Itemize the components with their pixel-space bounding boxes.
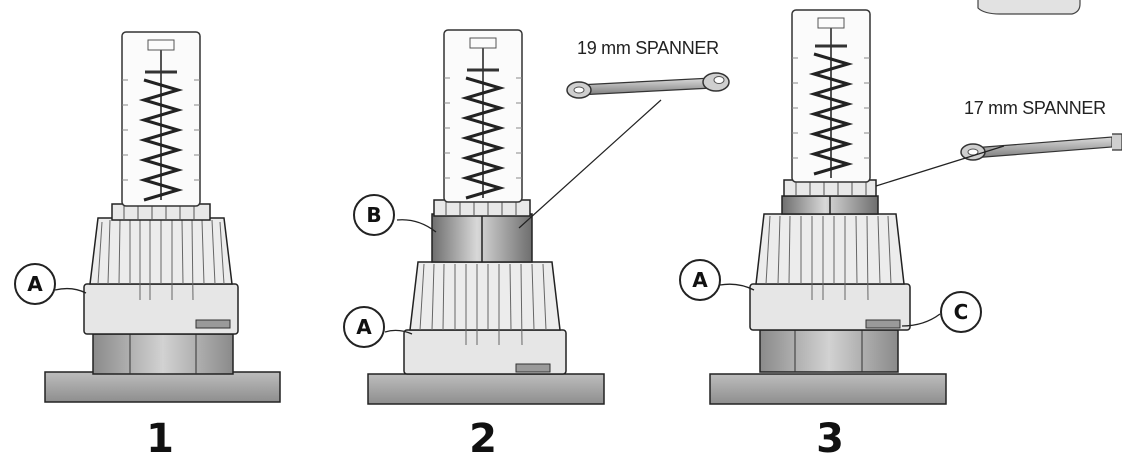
base-plate	[709, 373, 947, 405]
spring	[808, 52, 854, 176]
callout-a: A	[679, 259, 721, 301]
callout-c: C	[940, 291, 982, 333]
spring	[460, 76, 506, 200]
svg-text:A: A	[692, 268, 708, 292]
step-number: 1	[146, 416, 174, 462]
svg-text:A: A	[27, 272, 43, 296]
base-plate	[44, 371, 281, 403]
hex-nut	[759, 329, 899, 373]
step-3-assembly: 17 mm SPANNER A C 3	[679, 0, 1122, 462]
step-number: 2	[469, 416, 497, 462]
callout-a: A	[14, 263, 56, 305]
spanner-label: 19 mm SPANNER	[577, 38, 719, 58]
step-1-assembly: A 1	[14, 31, 281, 462]
svg-text:C: C	[954, 300, 969, 324]
callout-b: B	[353, 194, 395, 236]
step-2-assembly: 19 mm SPANNER B A 2	[343, 29, 730, 462]
callout-a: A	[343, 306, 385, 348]
spring	[138, 78, 184, 202]
spanner-label: 17 mm SPANNER	[964, 98, 1106, 118]
svg-text:A: A	[356, 315, 372, 339]
spanner-19mm	[566, 72, 730, 99]
svg-text:B: B	[366, 203, 381, 227]
partial-object-top-right	[977, 0, 1081, 15]
spanner-17mm	[960, 133, 1122, 161]
hex-nut	[92, 333, 234, 375]
base-plate	[367, 373, 605, 405]
step-number: 3	[816, 416, 844, 462]
